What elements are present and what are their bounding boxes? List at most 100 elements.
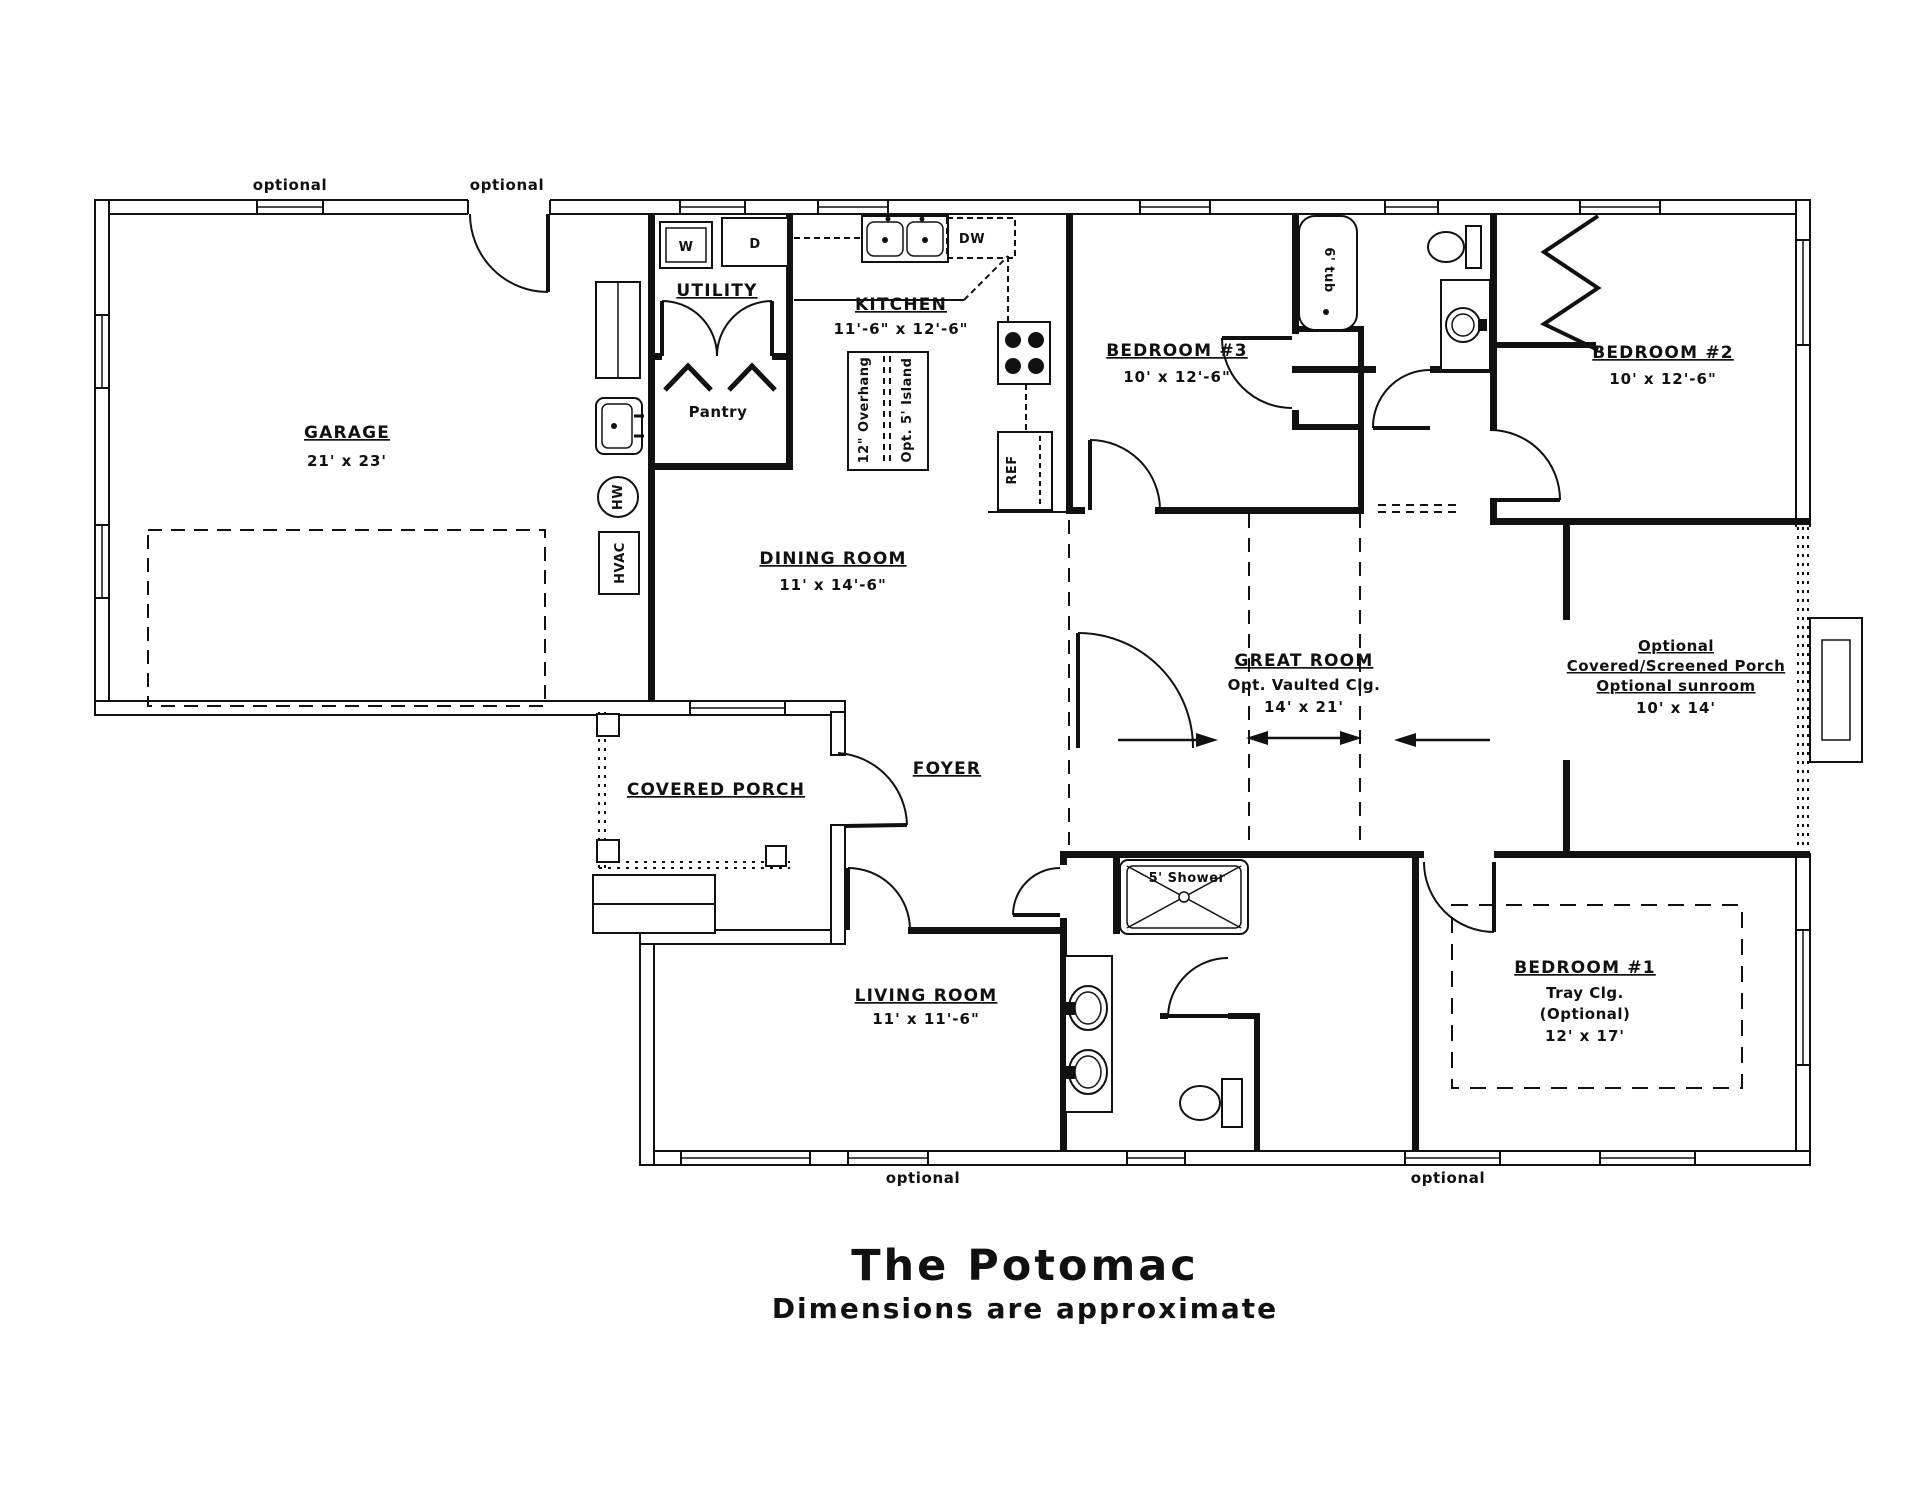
window-bedroom1-bottom-optional [1404, 1150, 1501, 1166]
hall-vanity [1440, 279, 1491, 371]
optional-porch-line3: Optional sunroom [1596, 677, 1755, 695]
bathtub: 6' tub [1298, 215, 1358, 331]
fireplace [1809, 617, 1863, 763]
washer-label: W [679, 240, 694, 255]
great-room-ceiling-note: Opt. Vaulted Clg. [1228, 676, 1381, 694]
bedroom1-ceiling: Tray Clg. [1546, 984, 1624, 1002]
shower-label: 5' Shower [1149, 871, 1226, 886]
island-overhang-label: 12" Overhang [857, 357, 872, 464]
wall-bedroom2-left-upper [1490, 214, 1497, 430]
plan-title: The Potomac [851, 1241, 1199, 1291]
window-garage-optional [256, 199, 324, 215]
wall-hallbath-bottom-left [1292, 366, 1376, 373]
shower: 5' Shower [1119, 859, 1249, 935]
wall-pantry-bottom [648, 463, 793, 470]
hall-bath-fixtures: 6' tub [1298, 215, 1491, 371]
covered-porch-structure [592, 712, 790, 934]
window-hall-bath [1384, 199, 1439, 215]
wall-bath-bedroom1 [1412, 858, 1419, 1151]
arrow-right-icon [1196, 733, 1218, 747]
plan-subtitle: Dimensions are approximate [772, 1292, 1278, 1325]
kitchen-label: KITCHEN [855, 295, 947, 315]
tray-ceiling-dashed [1451, 904, 1743, 1089]
hvac-unit: HVAC [598, 531, 640, 595]
dashed-lines [147, 504, 1743, 1089]
optional-porch-line1: Optional [1638, 637, 1714, 655]
kitchen-island: 12" Overhang Opt. 5' Island [847, 351, 929, 471]
bedroom3-dims: 10' x 12'-6" [1123, 368, 1231, 386]
window-living-1 [680, 1150, 811, 1166]
garage-door-opening [468, 197, 550, 217]
dishwasher: DW [946, 217, 1016, 259]
range-stove [997, 321, 1051, 385]
optional-label-bottom-left: optional [886, 1169, 960, 1187]
garage-fixtures: HW HVAC [595, 281, 644, 595]
living-room-dims: 11' x 11'-6" [872, 1010, 980, 1028]
bedroom3-door [1088, 439, 1161, 511]
hall-toilet [1427, 225, 1482, 269]
wall-top [94, 199, 1811, 215]
bedroom3-label: BEDROOM #3 [1106, 341, 1248, 361]
porch-post [765, 845, 787, 867]
optional-porch-line2: Covered/Screened Porch [1567, 657, 1786, 675]
kitchen-fixtures: DW REF 12" Overhang Opt. 5' Island [794, 215, 1066, 513]
wall-garage-left [94, 199, 110, 716]
great-room-dims: 14' x 21' [1264, 698, 1344, 716]
master-hall-door [1012, 867, 1061, 917]
kitchen-sink [861, 215, 949, 263]
island-label: Opt. 5' Island [900, 358, 915, 463]
wall-kitchen-bedroom3 [1066, 214, 1073, 514]
living-room-label: LIVING ROOM [855, 986, 998, 1006]
window-bedroom2-right [1795, 239, 1811, 346]
ceiling-arrows [1118, 731, 1490, 747]
wall-garage-house [648, 214, 655, 701]
master-toilet [1179, 1078, 1243, 1128]
arrow-right-icon [1340, 731, 1362, 745]
wall-closet3-right [1358, 326, 1364, 514]
window-utility [679, 199, 746, 215]
bedroom2-label: BEDROOM #2 [1592, 343, 1734, 363]
master-bath-fixtures: 5' Shower [1064, 859, 1249, 1128]
porch-step [592, 874, 716, 905]
bedroom2-door [1489, 429, 1561, 502]
dryer-label: D [749, 237, 760, 252]
garage-service-door [469, 213, 550, 293]
window-bedroom1-right [1795, 929, 1811, 1066]
dining-room-label: DINING ROOM [759, 549, 906, 569]
porch-post [596, 839, 620, 863]
refrigerator-label: REF [1005, 455, 1020, 484]
optional-label-bottom-right: optional [1411, 1169, 1485, 1187]
bedroom1-ceiling-note: (Optional) [1540, 1005, 1631, 1023]
windows [94, 199, 1811, 1166]
labels: optional optional GARAGE 21' x 23' UTILI… [253, 176, 1785, 1325]
bedroom1-door [1423, 861, 1496, 933]
porch-screen-wall [1794, 527, 1812, 853]
wall-greatroom-south [1063, 851, 1420, 858]
master-vanity [1064, 955, 1113, 1113]
optional-label-top-right: optional [470, 176, 544, 194]
utility-fixtures: W D [659, 217, 789, 269]
tub-label: 6' tub [1321, 247, 1336, 292]
window-garage-left-2 [94, 524, 110, 599]
window-bedroom3 [1139, 199, 1211, 215]
hall-bath-door [1371, 369, 1431, 430]
bedroom3-closet-door [1221, 336, 1293, 409]
doors [469, 213, 1602, 1018]
wall-foyer-west-upper [830, 711, 846, 756]
wall-wc-top [1228, 1013, 1260, 1019]
foyer-label: FOYER [913, 759, 981, 779]
wall-living-left [639, 929, 655, 1166]
porch-step [592, 903, 716, 934]
wall-porch-left-upper [1563, 525, 1570, 620]
utility-double-doors [660, 300, 774, 357]
dishwasher-label: DW [959, 232, 985, 247]
wall-bedroom3-bottom [1155, 507, 1364, 514]
arrow-left-icon [1246, 731, 1268, 745]
porch-post [596, 713, 620, 737]
garage-dims: 21' x 23' [307, 452, 387, 470]
wall-bedroom2-left-lower [1490, 500, 1497, 525]
arrow-left-icon [1394, 733, 1416, 747]
front-door [837, 752, 908, 828]
window-garage-left-1 [94, 314, 110, 389]
